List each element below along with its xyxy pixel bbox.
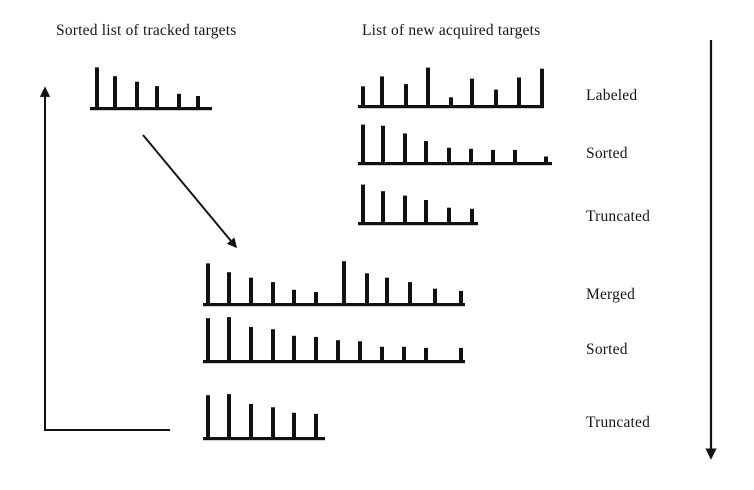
row-label-truncated-new: Truncated [586,208,651,225]
chart-svg-merged-truncated [203,394,325,441]
bar [470,208,474,222]
bar [403,133,407,162]
bar [459,290,463,303]
chart-baseline [358,162,552,166]
bar-chart-merged-truncated [201,391,333,445]
chart-baseline [203,360,465,364]
right-column-title: List of new acquired targets [362,22,541,39]
bar [249,277,253,303]
bar [113,76,117,107]
bar-chart-merged [201,257,473,311]
chart-baseline [358,222,478,226]
bar [494,89,498,105]
bar [402,346,406,360]
chart-baseline [358,105,544,109]
bar [361,184,365,222]
bar [314,292,318,303]
bar [206,318,210,360]
bar [249,327,253,360]
row-label-sorted-all: Sorted [586,341,628,358]
bar [424,141,428,162]
bar [408,282,412,303]
bar [361,86,365,105]
row-label-truncated-all: Truncated [586,414,651,431]
bar [271,282,275,303]
bar [449,97,453,105]
bar [424,200,428,222]
left-column-title: Sorted list of tracked targets [56,22,237,39]
bar [517,77,521,105]
bar [314,413,318,437]
row-label-sorted-new: Sorted [586,145,628,162]
row-label-merged: Merged [586,286,636,303]
bar [292,289,296,303]
bar [385,277,389,303]
bar-chart-merged-sorted [201,314,473,368]
merge-arrow [142,134,237,249]
bar [426,67,430,105]
bar [292,412,296,437]
bar [314,336,318,360]
chart-baseline [90,107,212,111]
bar [271,329,275,360]
chart-svg-tracked-sorted [90,67,212,111]
bar [336,340,340,360]
bar [196,96,200,107]
bar [447,147,451,162]
bar [358,341,362,360]
bar [459,347,463,360]
bar [544,156,548,162]
bar [469,148,473,162]
bar [365,273,369,303]
bar [424,347,428,360]
bar-chart-new-truncated [356,176,486,230]
bar [292,335,296,360]
bar [227,272,231,303]
bar [540,68,544,105]
bar [361,124,365,162]
bar [249,404,253,437]
bar [206,395,210,437]
chart-svg-merged-sorted [203,317,465,364]
chart-svg-merged [203,261,465,307]
bar [177,93,181,107]
bar [491,149,495,162]
bar [155,86,159,107]
bar [380,76,384,105]
bar [95,67,99,107]
feedback-arrow [39,86,170,431]
chart-baseline [203,437,325,441]
bar [381,191,385,222]
bar [447,207,451,222]
bar [404,84,408,105]
bar [470,78,474,105]
bar [433,288,437,303]
chart-svg-new-truncated [358,184,478,226]
bar [206,263,210,303]
chart-svg-new-labeled [358,67,544,109]
bar [381,125,385,162]
chart-baseline [203,303,465,307]
bar [403,195,407,222]
bar-chart-new-labeled [356,59,552,113]
bar [513,149,517,162]
chart-svg-new-sorted [358,124,552,166]
bar [227,394,231,437]
bar-chart-new-sorted [356,116,560,170]
bar [227,317,231,360]
bar-chart-tracked-sorted [88,61,220,115]
bar [342,261,346,303]
bar [135,81,139,107]
row-label-labeled: Labeled [586,87,638,104]
bar [271,407,275,437]
bar [380,346,384,360]
